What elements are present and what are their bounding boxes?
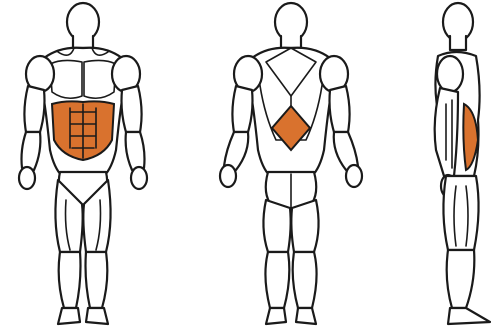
front-shin-left <box>59 252 81 308</box>
front-arm-upper-left <box>24 86 44 132</box>
front-shin-right <box>86 252 108 308</box>
front-forearm-left <box>22 132 41 170</box>
back-figure <box>220 3 362 324</box>
side-thigh <box>443 176 478 250</box>
side-neck <box>450 36 466 50</box>
front-forearm-right <box>126 132 145 170</box>
side-figure <box>435 3 490 324</box>
side-deltoid <box>437 56 463 92</box>
back-head <box>275 3 307 41</box>
side-foot <box>448 308 490 324</box>
back-thigh-right <box>291 200 318 252</box>
front-hand-left <box>19 167 35 189</box>
side-head <box>443 3 473 41</box>
back-hand-right <box>346 165 362 187</box>
front-foot-left <box>58 308 80 324</box>
back-calf-left <box>265 252 289 308</box>
front-hand-right <box>131 167 147 189</box>
side-calf <box>447 250 475 308</box>
back-foot-left <box>266 308 286 324</box>
front-head <box>67 3 99 41</box>
front-figure <box>19 3 147 324</box>
back-arm-upper-left <box>232 86 252 132</box>
front-foot-right <box>86 308 108 324</box>
front-arm-upper-right <box>122 86 142 132</box>
back-arm-upper-right <box>330 86 350 132</box>
back-foot-right <box>296 308 316 324</box>
back-hand-left <box>220 165 236 187</box>
front-neck <box>73 36 93 48</box>
back-neck <box>281 36 301 48</box>
back-thigh-left <box>263 200 290 252</box>
back-calf-right <box>293 252 317 308</box>
